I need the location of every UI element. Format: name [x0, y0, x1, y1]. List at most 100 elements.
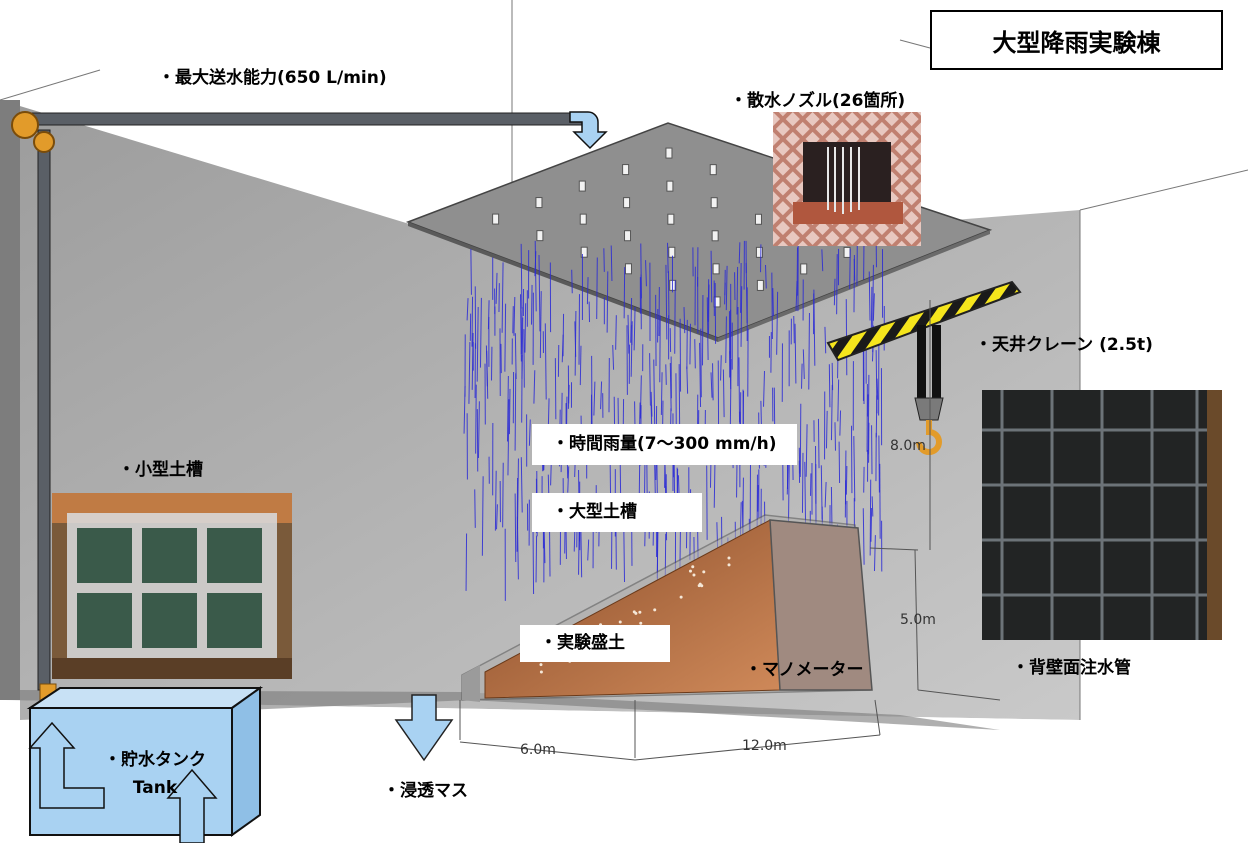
tank-glass — [462, 665, 480, 702]
rain-streak — [470, 248, 472, 295]
rain-streak — [516, 516, 519, 580]
sensor-dot — [653, 608, 657, 612]
rain-streak — [640, 243, 642, 299]
supply-pipe — [11, 111, 608, 703]
rain-streak — [738, 357, 741, 423]
sensor-dot — [632, 610, 636, 614]
tank-side — [769, 519, 873, 691]
back-wall-pipe-photo-art — [982, 390, 1222, 640]
crane-beam — [826, 280, 1022, 362]
rain-streak — [520, 457, 523, 513]
nozzle-group — [492, 147, 851, 308]
rain-streak — [872, 264, 874, 335]
rain-streak — [524, 303, 527, 353]
rain-streak — [765, 264, 767, 289]
rain-streak — [600, 381, 603, 410]
rain-streak — [612, 344, 615, 370]
embankment-label: ・実験盛土 — [520, 625, 670, 662]
rain-streak — [694, 339, 696, 369]
nozzle — [710, 197, 718, 209]
rain-streak — [471, 296, 474, 347]
crane-label: ・天井クレーン (2.5t) — [975, 335, 1153, 355]
rain-streak — [868, 271, 871, 321]
sensor-dot — [539, 670, 543, 674]
rain-streak — [821, 249, 824, 272]
rain-streak — [839, 410, 842, 436]
nozzle — [668, 246, 676, 258]
rain-streak — [653, 359, 656, 429]
rain-streak — [504, 303, 507, 372]
nozzle — [536, 230, 544, 242]
rain-streak — [740, 286, 743, 347]
rain-streak — [665, 264, 668, 340]
sensor-dot — [639, 621, 643, 625]
rain-streak — [533, 370, 536, 404]
side-wall — [0, 100, 20, 700]
rain-streak — [475, 384, 477, 454]
nozzle — [624, 230, 632, 242]
sensor-dot — [688, 569, 692, 573]
rain-streak — [506, 376, 509, 442]
rain-streak — [645, 260, 647, 287]
rain-streak — [660, 372, 663, 415]
rain-streak — [805, 424, 808, 477]
rain-streak — [639, 375, 642, 419]
small-soil-tank-photo — [52, 493, 292, 679]
rain-streak — [710, 372, 713, 398]
rain-streak — [802, 349, 805, 380]
crane-cable — [932, 325, 941, 400]
rain-streak — [561, 334, 564, 363]
room-edge — [0, 69, 101, 101]
large-soil-tank-label: ・大型土槽 — [532, 493, 702, 532]
rain-streak — [722, 369, 725, 418]
nozzle — [800, 263, 808, 275]
rain-streak — [793, 315, 795, 344]
rain-streak — [633, 306, 636, 351]
back-wall-pipe-label: ・背壁面注水管 — [1012, 658, 1131, 678]
horizontal-pipe — [24, 112, 586, 126]
rain-streak — [788, 460, 790, 523]
sensor-dot — [679, 595, 683, 599]
rain-streak — [837, 379, 840, 422]
manometer-label: ・マノメーター — [745, 660, 864, 680]
back-wall-pipe-photo — [982, 390, 1222, 640]
rain-streak — [596, 257, 598, 320]
nozzle — [492, 213, 500, 225]
max-supply-label: ・最大送水能力(650 L/min) — [138, 58, 478, 99]
sensor-dot — [727, 556, 731, 560]
rain-streak — [720, 355, 722, 381]
crane-cable — [917, 325, 926, 400]
storage-tank-en: Tank — [132, 778, 178, 798]
nozzle — [843, 246, 851, 258]
rain-streak — [667, 271, 670, 320]
rain-streak — [813, 289, 816, 366]
rain-streak — [824, 481, 827, 508]
rain-streak — [808, 313, 810, 390]
nozzle-photo — [773, 112, 921, 246]
rain-streak — [712, 363, 714, 401]
tank-inflow-arrow — [166, 768, 218, 843]
nozzle — [624, 263, 632, 275]
rain-streak — [699, 342, 702, 407]
nozzle — [622, 164, 630, 176]
rain-streak — [665, 364, 667, 385]
rain-streak — [724, 282, 726, 305]
rain-streak — [513, 296, 516, 336]
rain-streak — [853, 436, 856, 502]
rain-streak — [760, 400, 762, 427]
small-soil-tank-label: ・小型土槽 — [118, 460, 203, 480]
tank-return-arrow — [28, 721, 105, 809]
rain-streak — [873, 535, 876, 571]
rain-rate-label: ・時間雨量(7～300 mm/h) — [532, 424, 797, 465]
rain-streak — [817, 418, 820, 469]
nozzle — [665, 147, 673, 159]
tank-top — [26, 687, 264, 709]
rain-streak — [494, 470, 497, 531]
nozzle — [578, 180, 586, 192]
rain-streak — [567, 466, 570, 493]
rain-streak — [528, 419, 531, 446]
rain-streak — [686, 366, 689, 394]
rain-streak — [667, 242, 669, 273]
rain-streak — [871, 496, 874, 517]
rain-streak — [649, 353, 651, 406]
